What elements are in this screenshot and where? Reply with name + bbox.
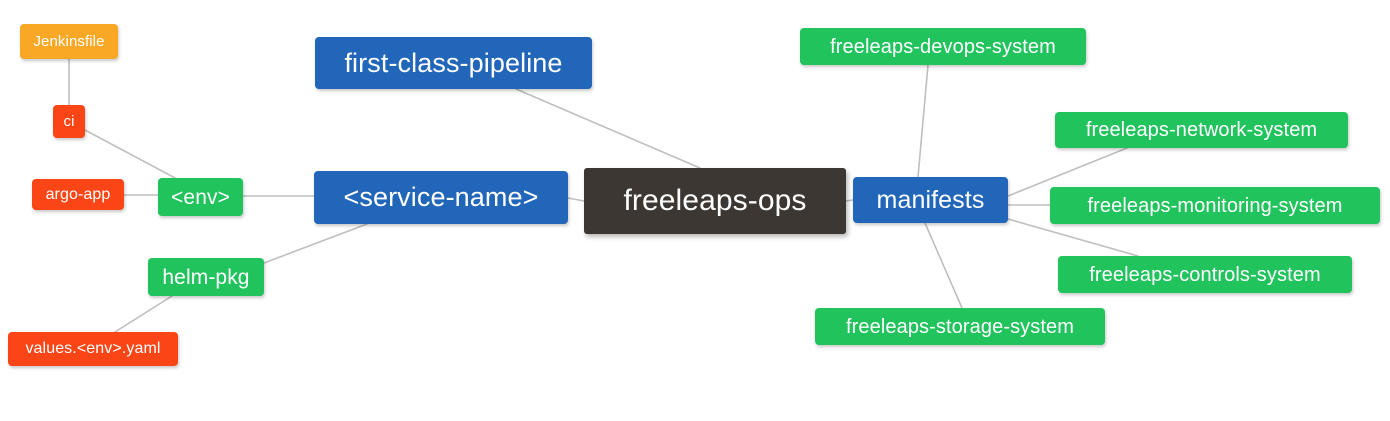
- node-label: <env>: [171, 185, 230, 209]
- node-freeleaps-network-system[interactable]: freeleaps-network-system: [1055, 112, 1348, 148]
- node-freeleaps-ops[interactable]: freeleaps-ops: [584, 168, 846, 234]
- node-freeleaps-controls-system[interactable]: freeleaps-controls-system: [1058, 256, 1352, 293]
- node-label: freeleaps-controls-system: [1089, 263, 1321, 286]
- node-helm-pkg[interactable]: helm-pkg: [148, 258, 264, 296]
- node-label: manifests: [876, 185, 985, 214]
- node-label: helm-pkg: [162, 265, 250, 289]
- node-values-env-yaml[interactable]: values.<env>.yaml: [8, 332, 178, 366]
- node-label: freeleaps-monitoring-system: [1087, 194, 1343, 217]
- edge-freeleaps-ops-to-manifests: [845, 199, 854, 202]
- node-freeleaps-storage-system[interactable]: freeleaps-storage-system: [815, 308, 1105, 345]
- node-label: values.<env>.yaml: [25, 340, 161, 357]
- node-label: freeleaps-storage-system: [845, 315, 1075, 338]
- node-service-name[interactable]: <service-name>: [314, 171, 568, 224]
- edge-freeleaps-ops-to-service-name: [567, 197, 585, 202]
- edge-env-to-ci: [84, 129, 176, 179]
- node-label: Jenkinsfile: [33, 33, 105, 50]
- node-first-class-pipeline[interactable]: first-class-pipeline: [315, 37, 592, 89]
- node-argo-app[interactable]: argo-app: [32, 179, 124, 210]
- node-label: <service-name>: [343, 182, 539, 212]
- node-freeleaps-devops-system[interactable]: freeleaps-devops-system: [800, 28, 1086, 65]
- node-env[interactable]: <env>: [158, 178, 243, 216]
- edge-manifests-to-freeleaps-devops-system: [917, 64, 929, 178]
- edge-freeleaps-ops-to-first-class-pipeline: [515, 88, 701, 169]
- node-label: freeleaps-network-system: [1085, 119, 1318, 141]
- node-label: freeleaps-devops-system: [830, 35, 1056, 58]
- node-freeleaps-monitoring-system[interactable]: freeleaps-monitoring-system: [1050, 187, 1380, 224]
- edge-service-name-to-helm-pkg: [263, 223, 368, 264]
- node-ci[interactable]: ci: [53, 105, 85, 138]
- node-label: argo-app: [45, 185, 111, 203]
- node-label: freeleaps-ops: [623, 184, 807, 217]
- edge-manifests-to-freeleaps-storage-system: [924, 222, 963, 309]
- node-manifests[interactable]: manifests: [853, 177, 1008, 223]
- edge-helm-pkg-to-values-env-yaml: [114, 295, 173, 333]
- node-label: ci: [63, 113, 75, 130]
- node-jenkinsfile[interactable]: Jenkinsfile: [20, 24, 118, 59]
- node-label: first-class-pipeline: [344, 47, 563, 78]
- edge-manifests-to-freeleaps-controls-system: [1007, 218, 1139, 257]
